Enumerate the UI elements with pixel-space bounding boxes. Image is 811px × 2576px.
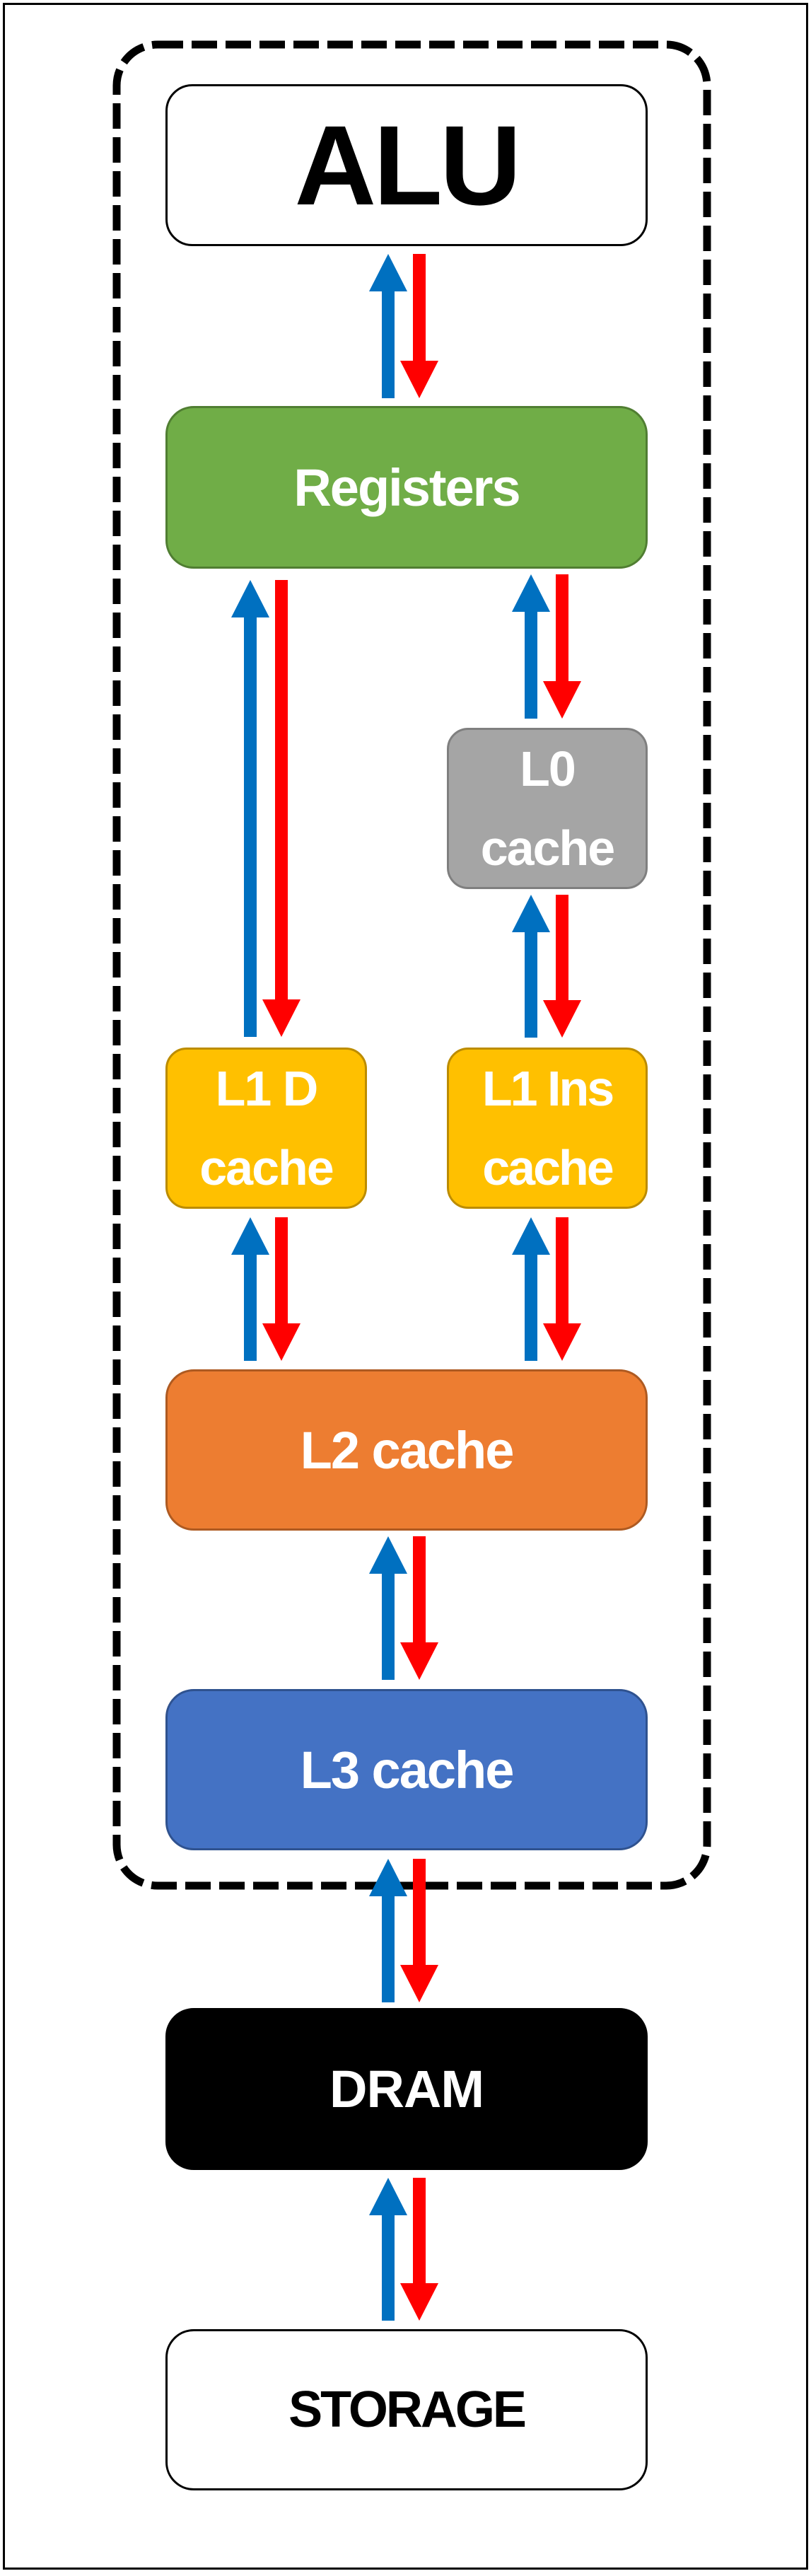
node-registers[interactable]: Registers: [165, 406, 648, 569]
l3-dram-up-arrow: [369, 1859, 407, 2002]
node-dram-label: DRAM: [329, 2060, 484, 2118]
node-l0-label-line1: L0: [520, 741, 576, 796]
node-l0-cache[interactable]: L0 cache: [447, 728, 648, 889]
node-l1i-label-line2: cache: [482, 1140, 614, 1195]
registers-l1d-down-arrow: [262, 580, 301, 1037]
node-l2-cache[interactable]: L2 cache: [165, 1369, 648, 1531]
registers-l1d-up-arrow: [231, 580, 269, 1037]
node-alu[interactable]: ALU: [165, 84, 648, 246]
node-alu-label: ALU: [294, 101, 522, 228]
registers-l0-down-arrow: [543, 574, 581, 719]
dram-storage-up-arrow: [369, 2178, 407, 2321]
dram-storage-down-arrow: [400, 2178, 438, 2321]
l0-l1i-up-arrow: [512, 895, 550, 1038]
node-registers-label: Registers: [293, 458, 520, 517]
node-dram[interactable]: DRAM: [165, 2008, 648, 2170]
alu-registers-up-arrow: [369, 254, 407, 398]
l1d-l2-up-arrow: [231, 1217, 269, 1361]
node-l1i-label-line1: L1 Ins: [482, 1061, 614, 1116]
node-l1d-label-line1: L1 D: [215, 1061, 319, 1116]
node-l1-data-cache[interactable]: L1 D cache: [165, 1048, 367, 1209]
l1i-l2-down-arrow: [543, 1217, 581, 1361]
node-l1d-label-line2: cache: [199, 1140, 334, 1195]
arrows-layer: [231, 254, 581, 2321]
l2-l3-down-arrow: [400, 1536, 438, 1680]
alu-registers-down-arrow: [400, 254, 438, 398]
node-storage[interactable]: STORAGE: [165, 2329, 648, 2490]
node-l2-label: L2 cache: [300, 1420, 515, 1480]
node-l3-cache[interactable]: L3 cache: [165, 1689, 648, 1850]
l1d-l2-down-arrow: [262, 1217, 301, 1361]
node-storage-label: STORAGE: [288, 2381, 527, 2438]
l0-l1i-down-arrow: [543, 895, 581, 1038]
cpu-chip-boundary: [112, 40, 711, 1890]
outer-frame: [3, 3, 808, 2570]
node-l1-instruction-cache[interactable]: L1 Ins cache: [447, 1048, 648, 1209]
registers-l0-up-arrow: [512, 574, 550, 719]
l2-l3-up-arrow: [369, 1536, 407, 1680]
node-l0-label-line2: cache: [480, 820, 615, 876]
l1i-l2-up-arrow: [512, 1217, 550, 1361]
l3-dram-down-arrow: [400, 1859, 438, 2002]
node-l3-label: L3 cache: [300, 1740, 515, 1799]
